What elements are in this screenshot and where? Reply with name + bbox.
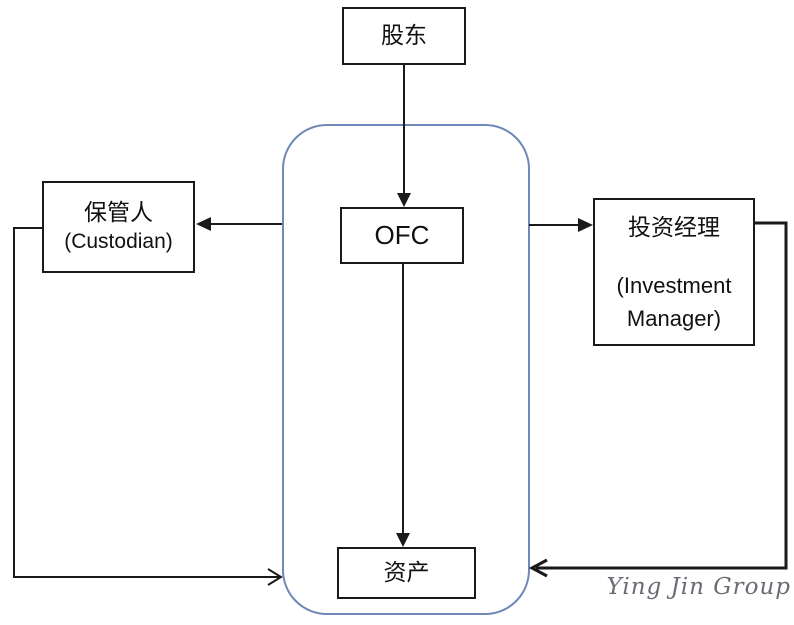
node-custodian-label-cn: 保管人	[84, 199, 153, 226]
node-im-label-cn: 投资经理	[628, 214, 720, 240]
node-investment-manager: 投资经理 (Investment Manager)	[593, 198, 755, 346]
watermark-ying-jin-group: Ying Jin Group	[606, 574, 791, 600]
node-asset: 资产	[337, 547, 476, 599]
arrowhead-right-im	[578, 218, 593, 232]
node-custodian: 保管人 (Custodian)	[42, 181, 195, 273]
edge-custodian-loop	[13, 227, 279, 578]
arrowhead-down-ofc	[397, 193, 411, 207]
node-shareholder: 股东	[342, 7, 466, 65]
node-ofc: OFC	[340, 207, 464, 264]
node-custodian-label-en: (Custodian)	[64, 230, 173, 254]
node-asset-label: 资产	[383, 559, 430, 586]
arrowhead-down-asset	[396, 533, 410, 547]
node-im-label-en-line1: (Investment	[616, 273, 732, 299]
edge-im-loop	[536, 221, 788, 570]
stick-arrowhead-left-container	[528, 558, 548, 578]
node-shareholder-label: 股东	[381, 22, 427, 49]
ofc-container-outline	[282, 124, 530, 615]
node-ofc-label: OFC	[374, 219, 430, 250]
arrowhead-left-custodian	[196, 217, 211, 231]
stick-arrowhead-right-container	[267, 568, 283, 586]
node-im-label-en-line2: Manager)	[626, 306, 722, 332]
